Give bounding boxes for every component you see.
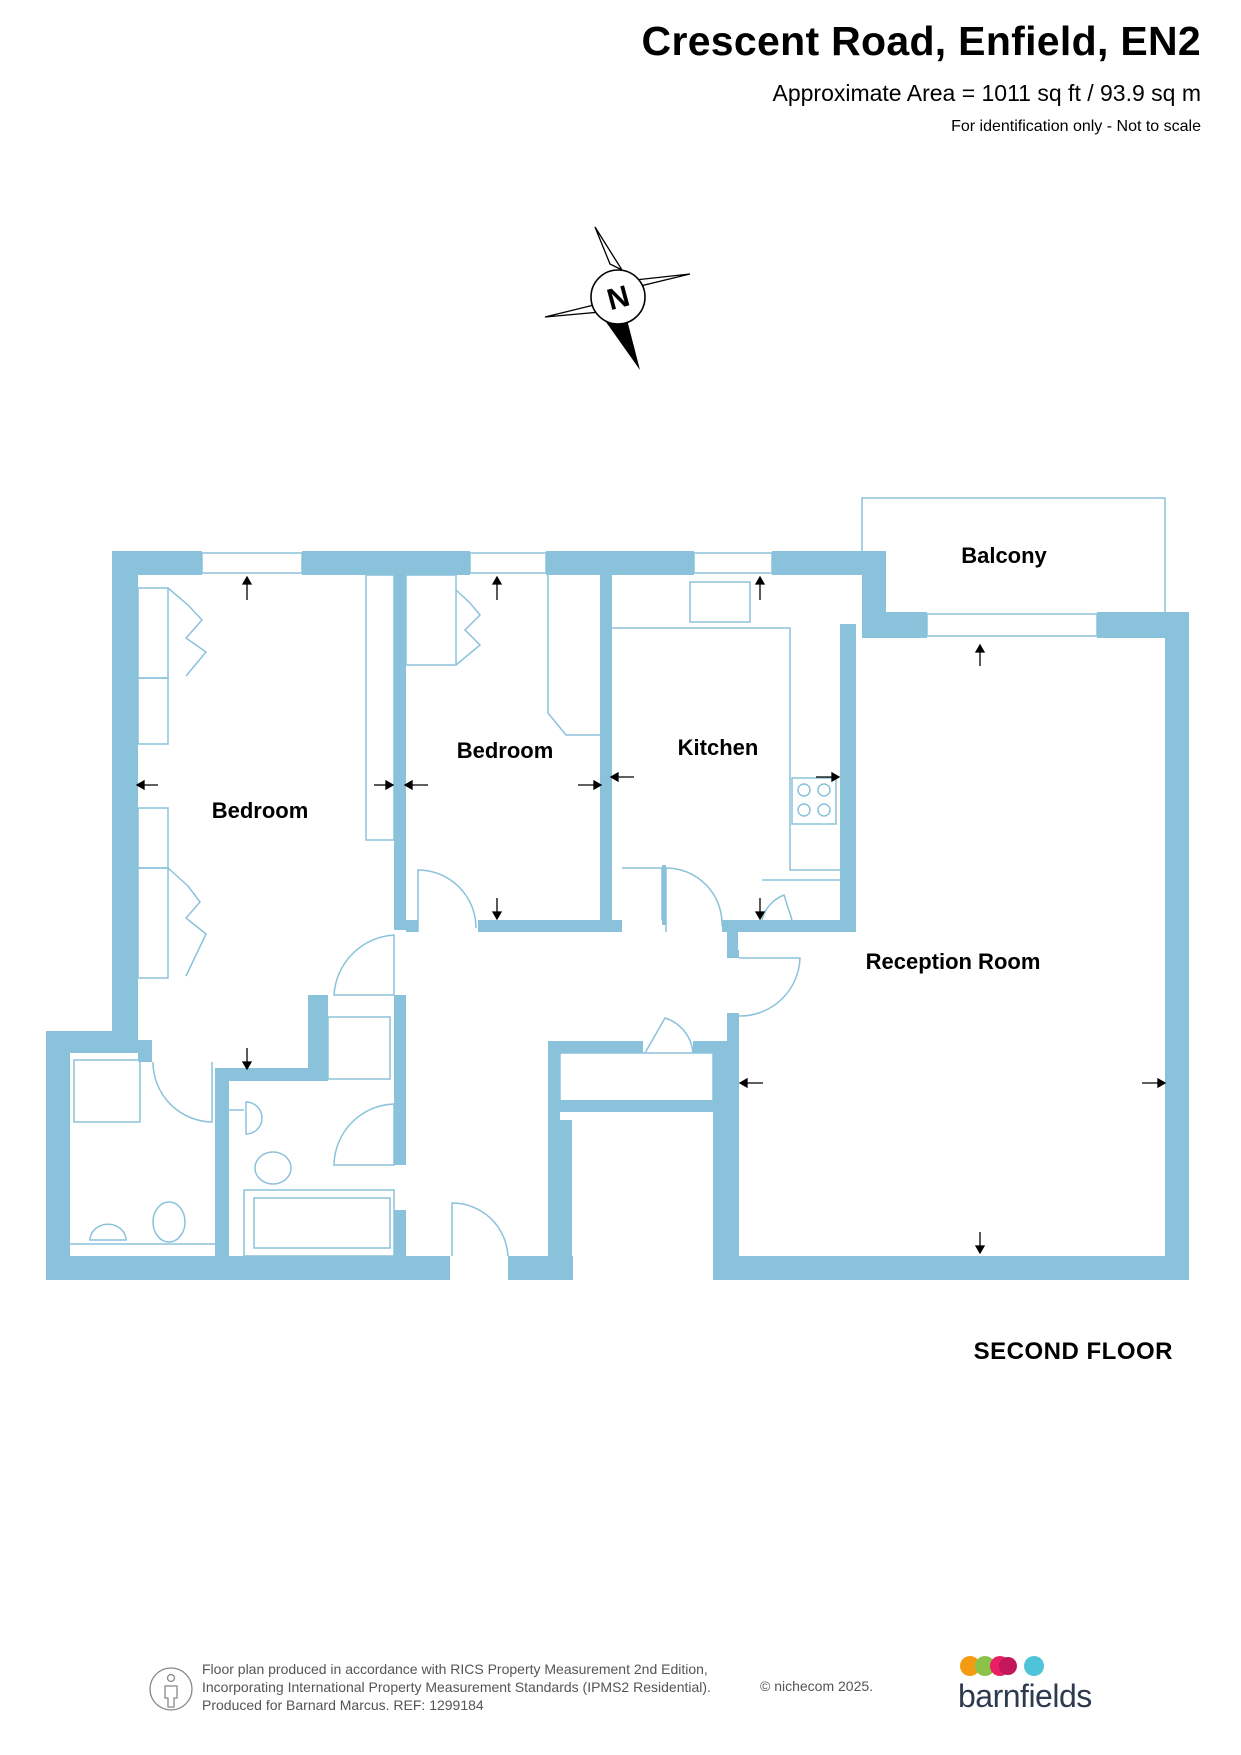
room-label-balcony: Balcony (961, 543, 1047, 568)
footer-text: Floor plan produced in accordance with R… (202, 1660, 711, 1714)
footer: Floor plan produced in accordance with R… (148, 1660, 1148, 1730)
room-label-bedroom-2: Bedroom (457, 738, 554, 763)
room-outlines (70, 497, 1166, 1257)
brand-dots-icon (960, 1656, 1044, 1676)
approximate-area: Approximate Area = 1011 sq ft / 93.9 sq … (772, 80, 1201, 106)
scale-note: For identification only - Not to scale (951, 118, 1201, 135)
room-labels: Balcony Bedroom Bedroom Kitchen Receptio… (212, 543, 1048, 974)
compass-circle (590, 269, 646, 325)
room-label-kitchen: Kitchen (678, 735, 759, 760)
compass-rose: N (544, 226, 690, 370)
person-icon (149, 1667, 193, 1711)
floor-level-label: SECOND FLOOR (973, 1338, 1173, 1365)
footer-line-2: Incorporating International Property Mea… (202, 1679, 711, 1695)
compass-south-arrow (606, 312, 640, 370)
brand-logo: barnfields (958, 1654, 1098, 1724)
footer-line-3: Produced for Barnard Marcus. REF: 129918… (202, 1697, 484, 1713)
room-label-bedroom-1: Bedroom (212, 798, 309, 823)
brand-name: barnfields (958, 1678, 1092, 1714)
footer-line-1: Floor plan produced in accordance with R… (202, 1661, 708, 1677)
walls (46, 551, 1189, 1280)
dimension-arrows (135, 575, 1167, 1255)
room-label-reception: Reception Room (866, 949, 1041, 974)
copyright: © nichecom 2025. (760, 1678, 874, 1694)
property-title: Crescent Road, Enfield, EN2 (641, 18, 1201, 64)
door-swings (152, 867, 801, 1257)
